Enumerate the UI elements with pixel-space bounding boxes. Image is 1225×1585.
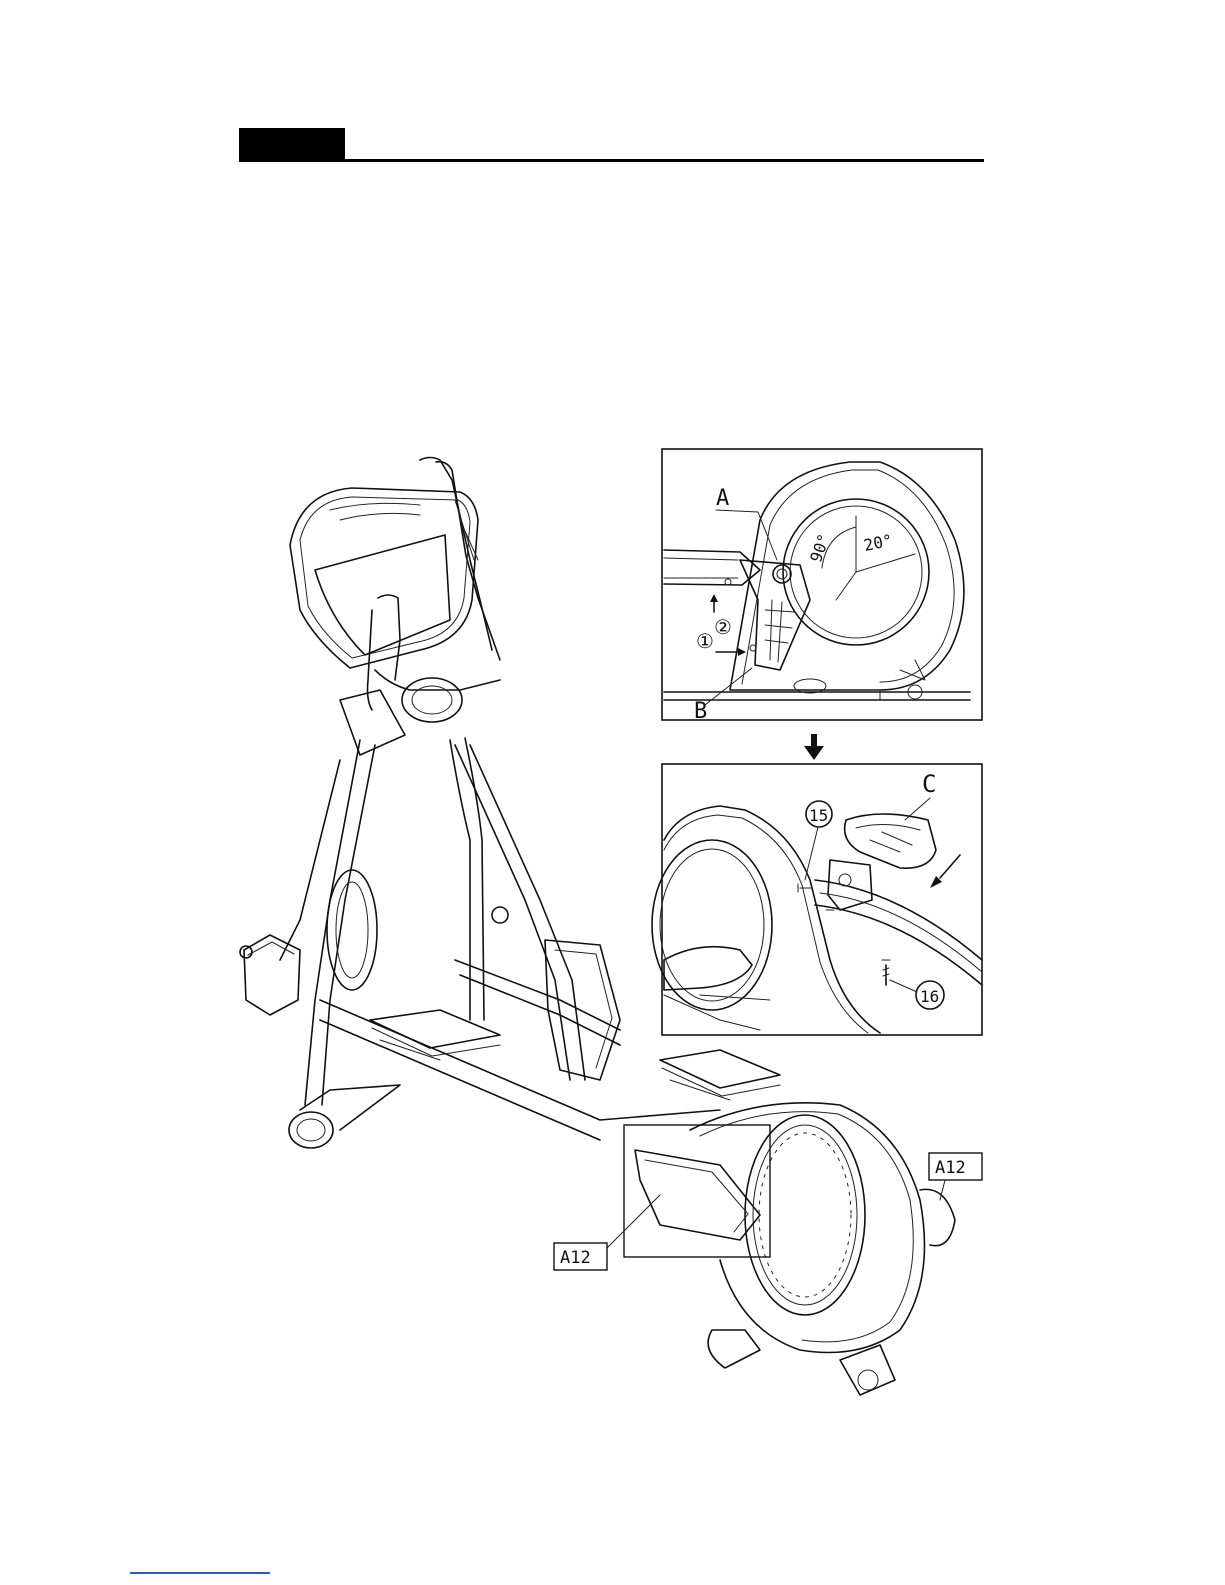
step-arrow-down bbox=[804, 734, 824, 760]
label-part-16: 16 bbox=[920, 987, 939, 1006]
detail-panel-bottom: 15 16 C bbox=[652, 764, 982, 1035]
label-part-a12-right: A12 bbox=[935, 1158, 966, 1178]
label-part-15: 15 bbox=[809, 806, 828, 825]
label-a: A bbox=[716, 486, 729, 511]
label-b: B bbox=[694, 699, 707, 724]
detail-panel-top: A B ② ① 90° 20° bbox=[662, 449, 982, 724]
label-step2: ② bbox=[714, 615, 732, 639]
callout-a12-left: A12 bbox=[554, 1195, 660, 1270]
label-step1: ① bbox=[696, 629, 714, 653]
footer-link-underline[interactable] bbox=[130, 1572, 270, 1574]
label-part-a12-left: A12 bbox=[560, 1248, 591, 1268]
label-c: C bbox=[922, 770, 936, 798]
